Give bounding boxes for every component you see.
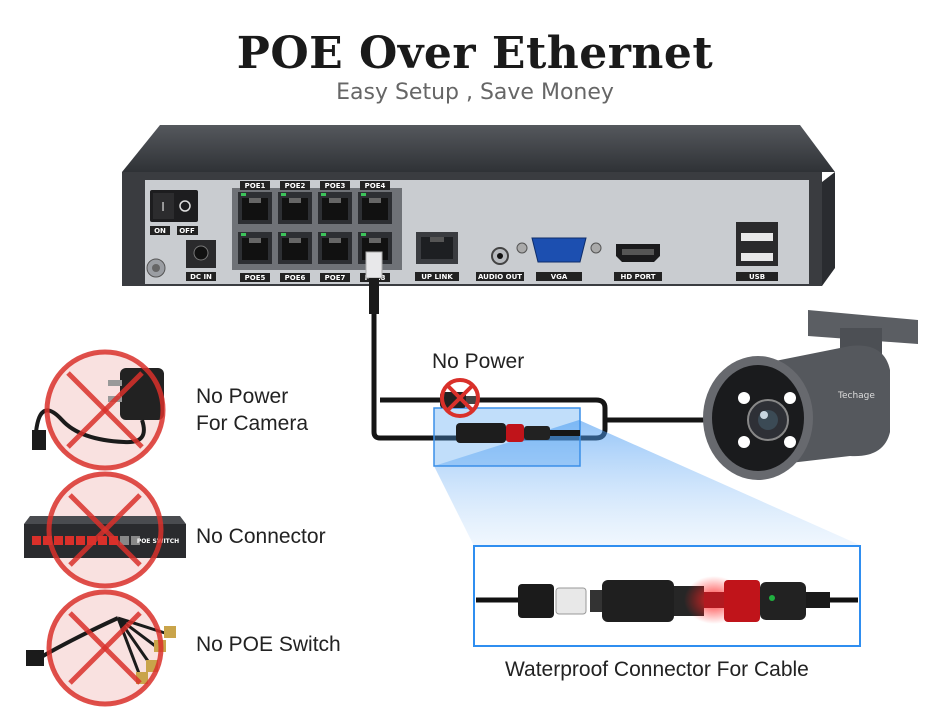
switch-port: [32, 536, 41, 545]
hd-port-label: HD PORT: [620, 273, 655, 281]
poe-port-4[interactable]: POE4: [358, 181, 392, 224]
no-poe-switch-label: No POE Switch: [196, 633, 341, 656]
waterproof-connector-caption: Waterproof Connector For Cable: [505, 658, 809, 681]
connector-zoom-panel: [473, 545, 861, 647]
poe-port-label: POE4: [365, 182, 386, 190]
switch-port: [54, 536, 63, 545]
audio-out-label: AUDIO OUT: [478, 273, 522, 281]
poe-port-3[interactable]: POE3: [318, 181, 352, 224]
switch-port: [65, 536, 74, 545]
power-on-label: ON: [154, 227, 166, 235]
power-off-label: OFF: [179, 227, 195, 235]
splitter-cable-icon: [26, 589, 176, 707]
switch-port: [120, 536, 129, 545]
poe-port-5[interactable]: POE5: [238, 232, 272, 282]
switch-port: [98, 536, 107, 545]
page-title: POE Over Ethernet: [236, 28, 714, 79]
poe-port-2[interactable]: POE2: [278, 181, 312, 224]
no-power-camera-line2: For Camera: [196, 412, 309, 435]
vga-label: VGA: [551, 273, 568, 281]
switch-port: [76, 536, 85, 545]
usb-label: USB: [749, 273, 765, 281]
dc-in-label: DC IN: [190, 273, 212, 281]
no-power-cross-icon: [440, 378, 480, 418]
page-subtitle: Easy Setup , Save Money: [336, 80, 614, 105]
zoom-beam: [434, 420, 862, 546]
poe-port-label: POE6: [285, 274, 306, 282]
no-connector-label: No Connector: [196, 525, 326, 548]
no-power-camera-line1: No Power: [196, 385, 289, 408]
poe-port-label: POE2: [285, 182, 306, 190]
svg-text:I: I: [161, 200, 165, 214]
vga-port[interactable]: [531, 237, 587, 263]
poe-port-label: POE7: [325, 274, 346, 282]
poe-port-7[interactable]: POE7: [318, 232, 352, 282]
poe-switch-icon: POE SWITCH: [24, 471, 186, 589]
camera-brand: Techage: [837, 391, 875, 401]
poe-port-6[interactable]: POE6: [278, 232, 312, 282]
poe-port-label: POE5: [245, 274, 266, 282]
poe-port-label: POE1: [245, 182, 266, 190]
no-power-callout: No Power: [432, 350, 525, 373]
rj45-plug-icon: [365, 251, 383, 279]
switch-port: [131, 536, 140, 545]
nvr-top: [122, 125, 835, 172]
poe-port-label: POE3: [325, 182, 346, 190]
uplink-label: UP LINK: [421, 273, 453, 281]
bullet-camera-icon: Techage: [703, 310, 918, 480]
small-waterproof-connector-icon: [440, 392, 580, 443]
power-adapter-icon: [32, 349, 166, 471]
poe-port-1[interactable]: POE1: [238, 181, 272, 224]
